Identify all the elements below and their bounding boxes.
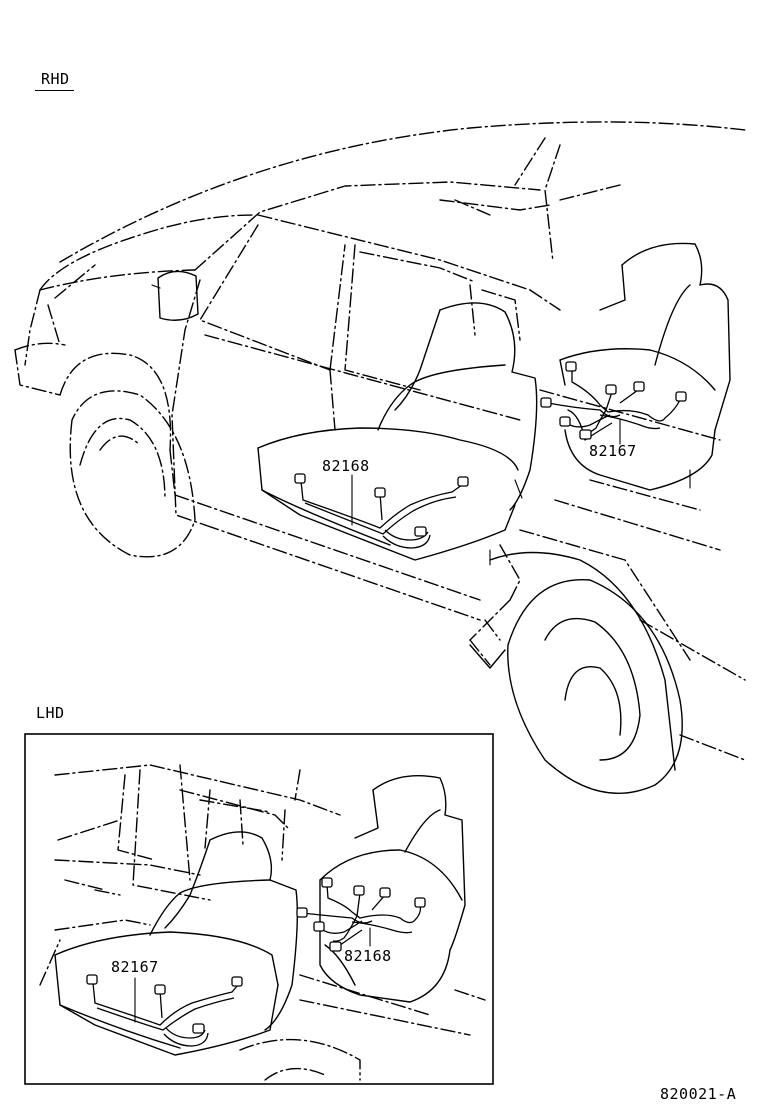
rhd-front-seat xyxy=(257,302,538,566)
lhd-inset-frame xyxy=(24,733,494,1085)
lhd-rear-seat xyxy=(319,775,466,1003)
lhd-part-number-82168[interactable]: 82168 xyxy=(344,947,392,965)
rhd-section-title: RHD xyxy=(35,72,74,91)
rhd-part-number-82168[interactable]: 82168 xyxy=(322,457,370,475)
lhd-part-number-82167[interactable]: 82167 xyxy=(111,958,159,976)
lhd-section-title: LHD xyxy=(36,704,65,722)
rhd-part-number-82167[interactable]: 82167 xyxy=(589,442,637,460)
lhd-harness-82168 xyxy=(296,877,426,952)
rhd-harness-82168 xyxy=(294,473,469,549)
figure-code: 820021-A xyxy=(660,1085,737,1103)
rhd-harness-82167 xyxy=(540,361,687,445)
lhd-harness-82167 xyxy=(86,974,243,1047)
rhd-rear-seat xyxy=(559,242,731,491)
vehicle-body xyxy=(14,121,746,795)
lhd-front-seat xyxy=(54,831,299,1056)
